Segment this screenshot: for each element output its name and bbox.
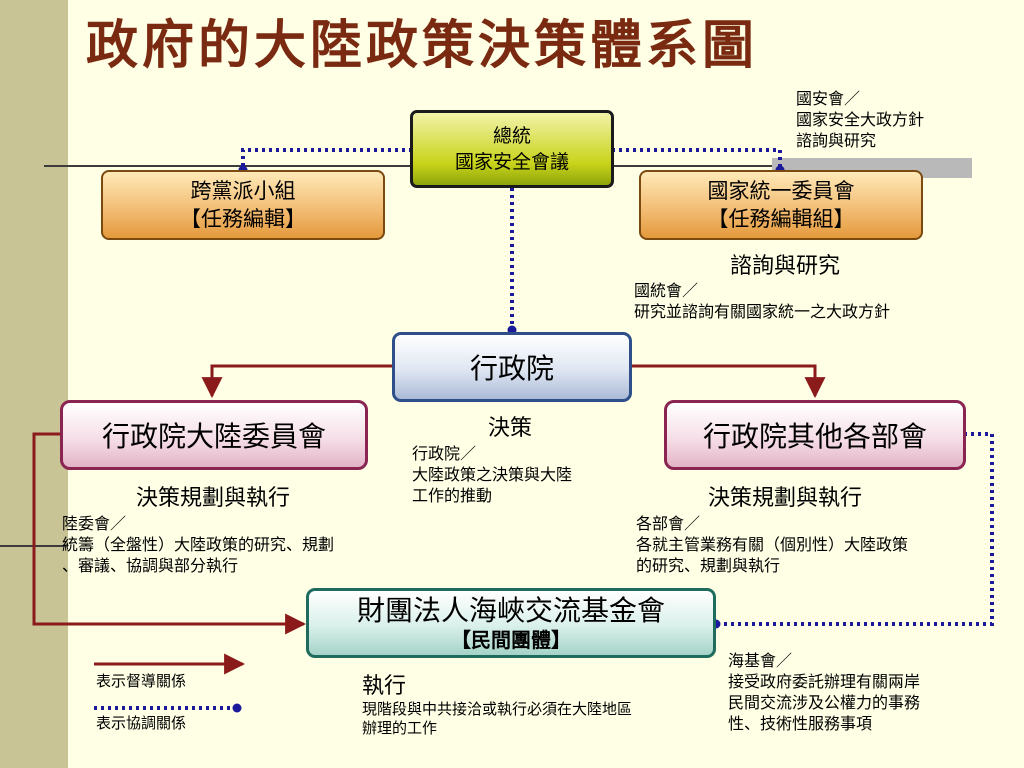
note-mac-line2: 統籌（全盤性）大陸政策的研究、規劃 — [62, 535, 335, 554]
note-sef-line4: 性、技術性服務事項 — [728, 714, 873, 733]
node-unification-line2: 【任務編輯組】 — [707, 207, 855, 231]
note-sef-line3: 民間交流涉及公權力的事務 — [728, 693, 921, 712]
note-ey-line3: 工作的推動 — [412, 486, 493, 505]
node-straits-exchange-foundation[interactable]: 財團法人海峽交流基金會 【民間團體】 — [306, 588, 716, 658]
note-nsc-line3: 諮詢與研究 — [796, 131, 877, 150]
node-cross-party-line1: 跨黨派小組 — [190, 179, 296, 203]
note-nsc: 國安會／ 國家安全大政方針 諮詢與研究 — [796, 88, 924, 151]
note-ey: 行政院／ 大陸政策之決策與大陸 工作的推動 — [412, 443, 572, 506]
note-mac-line3: 、審議、協調與部分執行 — [62, 556, 239, 575]
node-president-line2: 國家安全會議 — [454, 151, 569, 173]
legend-coordinate-dot — [232, 703, 242, 713]
label-consult: 諮詢與研究 — [730, 254, 841, 279]
node-president-line1: 總統 — [492, 125, 531, 147]
note-execute: 現階段與中共接洽或執行必須在大陸地區 辦理的工作 — [362, 700, 632, 738]
note-ncu-line2: 研究並諮詢有關國家統一之大政方針 — [634, 302, 891, 321]
node-president[interactable]: 總統 國家安全會議 — [410, 110, 614, 188]
node-executive-yuan-label: 行政院 — [469, 352, 554, 385]
note-ministries-line1: 各部會／ — [636, 514, 701, 533]
sup-ey-mac — [201, 364, 394, 399]
sup-mac-sef — [32, 432, 307, 635]
node-unification-council[interactable]: 國家統一委員會 【任務編輯組】 — [639, 170, 923, 240]
node-mac-label: 行政院大陸委員會 — [101, 420, 326, 453]
node-executive-yuan[interactable]: 行政院 — [392, 332, 632, 402]
node-mainland-affairs-council[interactable]: 行政院大陸委員會 — [60, 400, 368, 470]
note-mac: 陸委會／ 統籌（全盤性）大陸政策的研究、規劃 、審議、協調與部分執行 — [62, 513, 334, 576]
note-sef-line2: 接受政府委託辦理有關兩岸 — [728, 672, 921, 691]
node-ministries-label: 行政院其他各部會 — [702, 420, 927, 453]
note-ministries-line2: 各就主管業務有關（個別性）大陸政策 — [636, 535, 909, 554]
note-ey-line2: 大陸政策之決策與大陸 — [412, 465, 573, 484]
legend-coordinate-label: 表示協調關係 — [96, 714, 187, 732]
note-nsc-line1: 國安會／ — [796, 89, 861, 108]
sup-ey-ministries — [632, 364, 826, 399]
label-execute: 執行 — [362, 674, 407, 699]
note-ministries: 各部會／ 各就主管業務有關（個別性）大陸政策 的研究、規劃與執行 — [636, 513, 908, 576]
note-mac-line1: 陸委會／ — [62, 514, 127, 533]
note-ministries-line3: 的研究、規劃與執行 — [636, 556, 781, 575]
node-sef-line2: 【民間團體】 — [451, 628, 571, 652]
legend-supervise-label: 表示督導關係 — [96, 672, 187, 690]
left-accent-bar — [0, 0, 68, 768]
page-title: 政府的大陸政策決策體系圖 — [86, 15, 759, 76]
note-nsc-line2: 國家安全大政方針 — [796, 110, 925, 129]
node-sef-line1: 財團法人海峽交流基金會 — [356, 594, 665, 627]
label-plan-right: 決策規劃與執行 — [708, 486, 863, 511]
note-execute-line2: 辦理的工作 — [362, 719, 438, 737]
note-ey-line1: 行政院／ — [412, 444, 477, 463]
note-ncu: 國統會／ 研究並諮詢有關國家統一之大政方針 — [634, 280, 890, 322]
note-sef-line1: 海基會／ — [728, 651, 793, 670]
note-execute-line1: 現階段與中共接洽或執行必須在大陸地區 — [362, 700, 633, 718]
note-ncu-line1: 國統會／ — [634, 281, 699, 300]
coord-president-crossparty — [241, 148, 412, 170]
label-decide: 決策 — [488, 416, 533, 441]
node-cross-party-group[interactable]: 跨黨派小組 【任務編輯】 — [101, 170, 385, 240]
coord-ministries-sef — [716, 432, 994, 626]
note-sef: 海基會／ 接受政府委託辦理有關兩岸 民間交流涉及公權力的事務 性、技術性服務事項 — [728, 650, 920, 734]
node-unification-line1: 國家統一委員會 — [707, 179, 855, 203]
label-plan-left: 決策規劃與執行 — [136, 486, 291, 511]
coord-president-unification — [612, 148, 782, 170]
node-cross-party-line2: 【任務編輯】 — [180, 207, 306, 231]
node-other-ministries[interactable]: 行政院其他各部會 — [664, 400, 966, 470]
